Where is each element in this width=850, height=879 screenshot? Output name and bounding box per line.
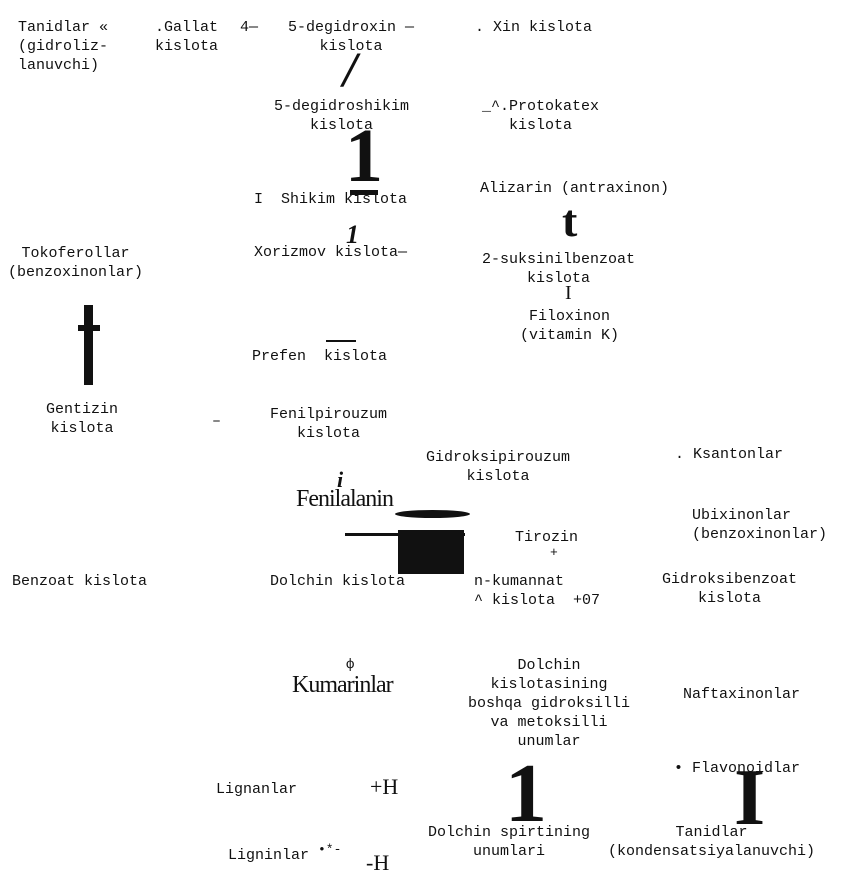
block-mark [398, 530, 464, 574]
i-mark: i [337, 467, 344, 492]
node-naftaxinonlar: Naftaxinonlar [683, 686, 801, 703]
one-mark-center: 1 [345, 114, 383, 198]
node-xin-kislota: . Xin kislota [475, 19, 593, 36]
node-protokatex-kislota: _^.Protokatex kislota [482, 98, 600, 134]
node-n-kumannat-kislota: n-kumannat ^ kislota +07 [474, 573, 601, 609]
hook-bar [78, 325, 100, 331]
node-benzoat-kislota: Benzoat kislota [12, 573, 148, 590]
italic-one-mark: 1 [346, 220, 359, 249]
node-gallat-kislota: .Gallat kislota [155, 19, 219, 55]
node-tanidlar-gidrolizlanuvchi: Tanidlar « (gidroliz- lanuvchi) [18, 19, 109, 74]
node-tokoferollar: Tokoferollar (benzoxinonlar) [8, 245, 144, 281]
node-gidroksipirouzum-kislota: Gidroksipirouzum kislota [426, 449, 571, 485]
plus-h-mark: +H [370, 774, 399, 799]
plus-small-mark: + [550, 545, 558, 560]
node-ligninlar: Ligninlar [228, 847, 310, 864]
minus-h-mark: -H [366, 850, 390, 875]
hook-mark: ţ [80, 300, 83, 319]
arrow-4: 4— [240, 19, 259, 36]
node-xorizmov-kislota: Xorizmov kislota— [254, 244, 408, 261]
node-flavonoidlar: • Flavonoidlar [674, 760, 801, 777]
phi-mark: ф [346, 657, 355, 673]
small-i-mark: I [565, 282, 572, 304]
node-gidroksibenzoat-kislota: Gidroksibenzoat kislota [662, 571, 798, 607]
node-gentizin-kislota: Gentizin kislota [46, 401, 119, 437]
one-mark-bottom: 1 [505, 747, 547, 840]
dash-mark: – [212, 413, 222, 430]
oval-mark [395, 510, 470, 518]
node-prefen-kislota: Prefen kislota [252, 348, 388, 365]
hook-stem [84, 305, 93, 385]
node-filoxinon: Filoxinon (vitamin K) [520, 308, 620, 344]
node-2-suksinilbenzoat: 2-suksinilbenzoat kislota [482, 251, 636, 287]
node-kumarinlar: Kumarinlar [292, 672, 394, 698]
node-tanidlar-kondensatsiyalanuvchi: Tanidlar (kondensatsiyalanuvchi) [608, 824, 816, 860]
t-mark: t [562, 195, 578, 246]
node-ksantonlar: . Ksantonlar [675, 446, 784, 463]
node-dolchin-spirt-unumlari: Dolchin spirtining unumlari [428, 824, 591, 860]
node-5-degidroxin-kislota: 5-degidroxin — kislota [288, 19, 415, 55]
node-lignanlar: Lignanlar [216, 781, 298, 798]
slash-mark: / [343, 41, 357, 97]
node-fenilpirouzum-kislota: Fenilpirouzum kislota [270, 406, 388, 442]
node-fenilalanin: Fenilalanin [296, 486, 394, 512]
node-alizarin: Alizarin (antraxinon) [480, 180, 670, 197]
node-tirozin: Tirozin [515, 529, 579, 546]
bullet-star-mark: •*- [318, 842, 342, 857]
bar-mark [350, 190, 378, 195]
i-mark-bottom: I [734, 754, 766, 842]
node-dolchin-kislota: Dolchin kislota [270, 573, 406, 590]
node-dolchin-boshqa-unumlar: Dolchin kislotasining boshqa gidroksilli… [468, 657, 631, 750]
prefen-line [326, 340, 356, 342]
node-5-degidroshikim-kislota: 5-degidroshikim kislota [274, 98, 410, 134]
node-ubixinonlar: Ubixinonlar (benzoxinonlar) [692, 507, 828, 543]
node-shikim-kislota: I Shikim kislota [254, 191, 408, 208]
